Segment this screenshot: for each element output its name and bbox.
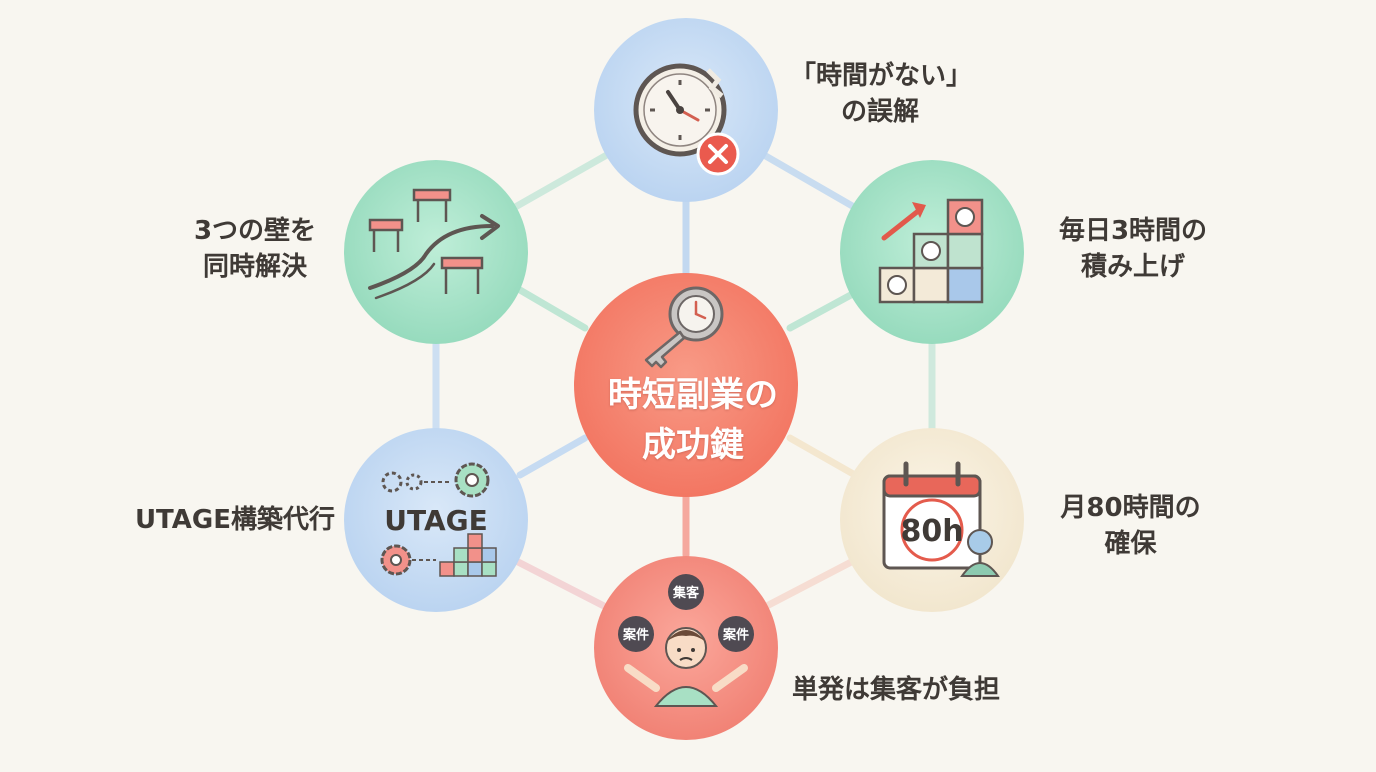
spoke-lower-left xyxy=(516,434,589,479)
spoke-upper-left xyxy=(516,286,589,332)
node-label-lower-right-line2: 確保 xyxy=(1104,529,1157,559)
bubble-top: 集客 xyxy=(672,585,700,601)
node-label-upper-left-line2: 同時解決 xyxy=(202,252,307,282)
node-label-bottom: 単発は集客が負担 xyxy=(792,672,1042,708)
calendar-80h-icon: 80h xyxy=(882,461,1000,577)
center-title-line2: 成功鍵 xyxy=(642,425,744,465)
key-clock-icon xyxy=(644,286,724,369)
broken-clock-icon xyxy=(633,63,740,176)
stressed-person-icon: 案件 集客 案件 xyxy=(618,574,754,707)
node-label-upper-right: 毎日3時間の 積み上げ xyxy=(1048,213,1218,285)
gears-blocks-icon: UTAGE xyxy=(380,462,497,577)
node-label-lower-left: UTAGE構築代行 xyxy=(105,502,335,538)
node-label-upper-right-line2: 積み上げ xyxy=(1080,252,1185,282)
node-label-upper-left: 3つの壁を 同時解決 xyxy=(180,213,330,285)
node-label-lower-right-line1: 月80時間の xyxy=(1060,493,1201,523)
node-label-lower-right: 月80時間の 確保 xyxy=(1048,490,1213,562)
center-title: 時短副業の 成功鍵 xyxy=(578,370,808,470)
node-label-top-line2: の誤解 xyxy=(840,97,919,127)
node-label-lower-left-text: UTAGE構築代行 xyxy=(134,505,335,535)
bubble-right: 案件 xyxy=(722,627,749,643)
hurdles-arrow-icon xyxy=(368,188,500,300)
bubble-left: 案件 xyxy=(622,627,649,643)
node-label-upper-right-line1: 毎日3時間の xyxy=(1058,216,1208,246)
center-title-line1: 時短副業の xyxy=(608,375,778,415)
spokes xyxy=(516,196,864,559)
spoke-upper-right xyxy=(786,286,864,332)
node-label-top: 「時間がない」 の誤解 xyxy=(790,58,973,130)
node-label-upper-left-line1: 3つの壁を xyxy=(193,216,317,246)
calendar-badge-text: 80h xyxy=(900,514,963,549)
spoke-lower-right xyxy=(786,434,859,479)
node-label-top-line1: 「時間がない」 xyxy=(790,61,973,91)
center-circle xyxy=(574,273,798,497)
utage-icon-text: UTAGE xyxy=(384,504,487,537)
node-circle-upper-left xyxy=(344,160,528,344)
stacked-blocks-clock-icon xyxy=(878,198,984,304)
node-label-bottom-text: 単発は集客が負担 xyxy=(792,675,1001,705)
